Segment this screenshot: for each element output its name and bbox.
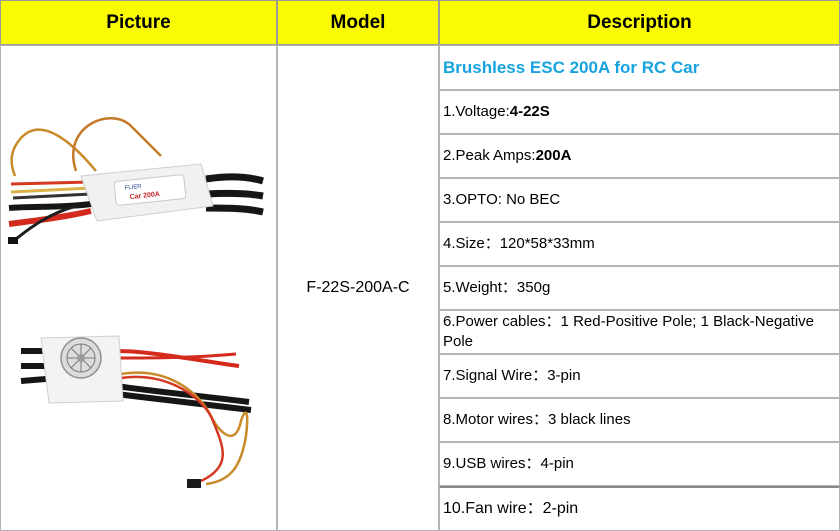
product-title: Brushless ESC 200A for RC Car bbox=[439, 45, 840, 90]
spec-row: 8.Motor wires：3 black lines bbox=[439, 398, 840, 442]
spec-label: 5.Weight：350g bbox=[443, 279, 551, 296]
spec-label: 7.Signal Wire：3-pin bbox=[443, 367, 581, 384]
spec-label: 4.Size：120*58*33mm bbox=[443, 235, 595, 252]
spec-row: 3.OPTO: No BEC bbox=[439, 178, 840, 222]
esc-image-bottom bbox=[20, 335, 252, 488]
spec-row: 6.Power cables：1 Red-Positive Pole; 1 Bl… bbox=[439, 310, 840, 354]
spec-row: 10.Fan wire：2-pin bbox=[439, 486, 840, 531]
esc-brand-label: FLIER bbox=[124, 184, 142, 192]
header-description: Description bbox=[439, 0, 840, 45]
spec-label: 9.USB wires：4-pin bbox=[443, 455, 574, 472]
spec-row: 5.Weight：350g bbox=[439, 266, 840, 310]
header-model: Model bbox=[277, 0, 439, 45]
spec-row: 2.Peak Amps: 200A bbox=[439, 134, 840, 178]
spec-row: 9.USB wires：4-pin bbox=[439, 442, 840, 486]
spec-label: 6.Power cables：1 Red-Positive Pole; 1 Bl… bbox=[443, 313, 815, 350]
model-cell: F-22S-200A-C bbox=[277, 45, 439, 531]
spec-label: 1.Voltage: bbox=[443, 103, 510, 120]
spec-value: 4-22S bbox=[509, 103, 550, 120]
spec-value: 200A bbox=[535, 147, 572, 164]
spec-label: 3.OPTO: No BEC bbox=[443, 191, 561, 208]
esc-image-top: FLIER Car 200A bbox=[8, 117, 264, 244]
picture-cell: FLIER Car 200A bbox=[0, 45, 277, 531]
spec-row: 4.Size：120*58*33mm bbox=[439, 222, 840, 266]
spec-row: 7.Signal Wire：3-pin bbox=[439, 354, 840, 398]
spec-label: 2.Peak Amps: bbox=[443, 147, 536, 164]
spec-label: 10.Fan wire：2-pin bbox=[443, 500, 579, 517]
spec-label: 8.Motor wires：3 black lines bbox=[443, 411, 631, 428]
spec-row: 1.Voltage: 4-22S bbox=[439, 90, 840, 134]
product-title-text: Brushless ESC 200A for RC Car bbox=[443, 57, 700, 77]
esc-model-label: Car 200A bbox=[129, 191, 160, 201]
header-picture: Picture bbox=[0, 0, 277, 45]
